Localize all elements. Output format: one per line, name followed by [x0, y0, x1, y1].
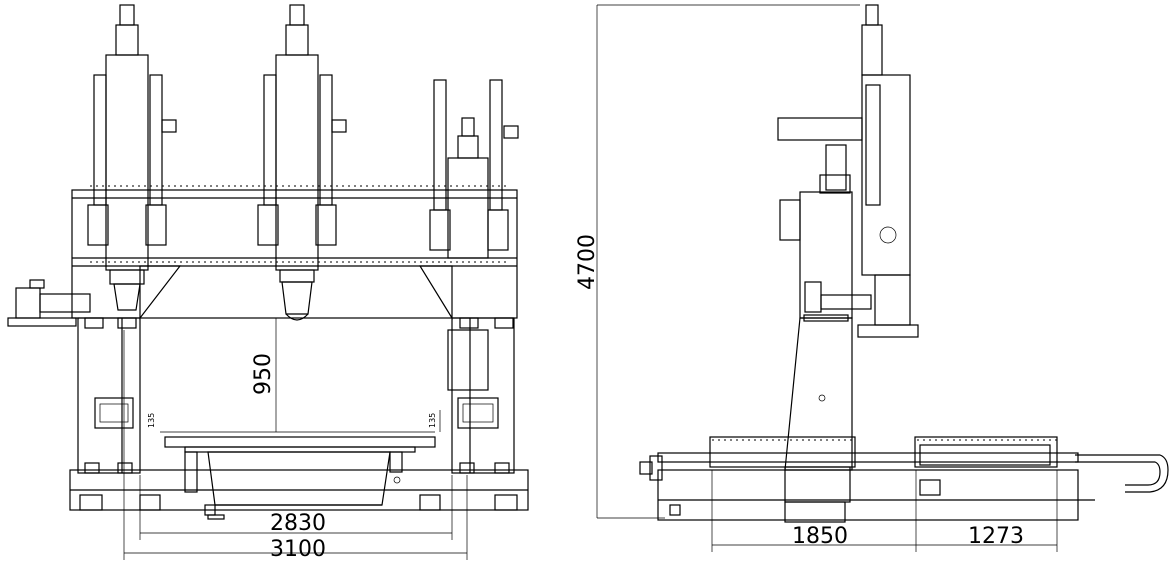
dim-135-right: 135	[428, 413, 437, 428]
front-view: 950 2830 3100 135 135	[7, 4, 529, 562]
dim-3100: 3100	[270, 537, 326, 562]
front-spindle-head-2	[257, 4, 347, 321]
dim-950: 950	[251, 353, 276, 395]
front-work-table	[164, 436, 436, 520]
side-bed	[639, 436, 1169, 523]
dim-2830: 2830	[270, 511, 326, 536]
side-spindle	[777, 4, 919, 338]
front-left-column	[77, 317, 141, 474]
front-side-feeder	[7, 279, 91, 327]
front-gantry-beam	[71, 185, 518, 321]
dim-4700: 4700	[575, 234, 600, 290]
dim-1273: 1273	[968, 524, 1024, 549]
dim-1850: 1850	[792, 524, 848, 549]
front-spindle-head-3	[429, 79, 519, 259]
front-dimensions	[123, 317, 468, 560]
side-dimensions	[596, 4, 1058, 552]
front-right-column	[447, 317, 515, 474]
front-spindle-head-1	[87, 4, 177, 311]
side-view: 4700 1850 1273	[575, 4, 1169, 552]
side-column	[779, 191, 872, 471]
front-base	[69, 469, 529, 511]
dim-135-left: 135	[147, 413, 156, 428]
